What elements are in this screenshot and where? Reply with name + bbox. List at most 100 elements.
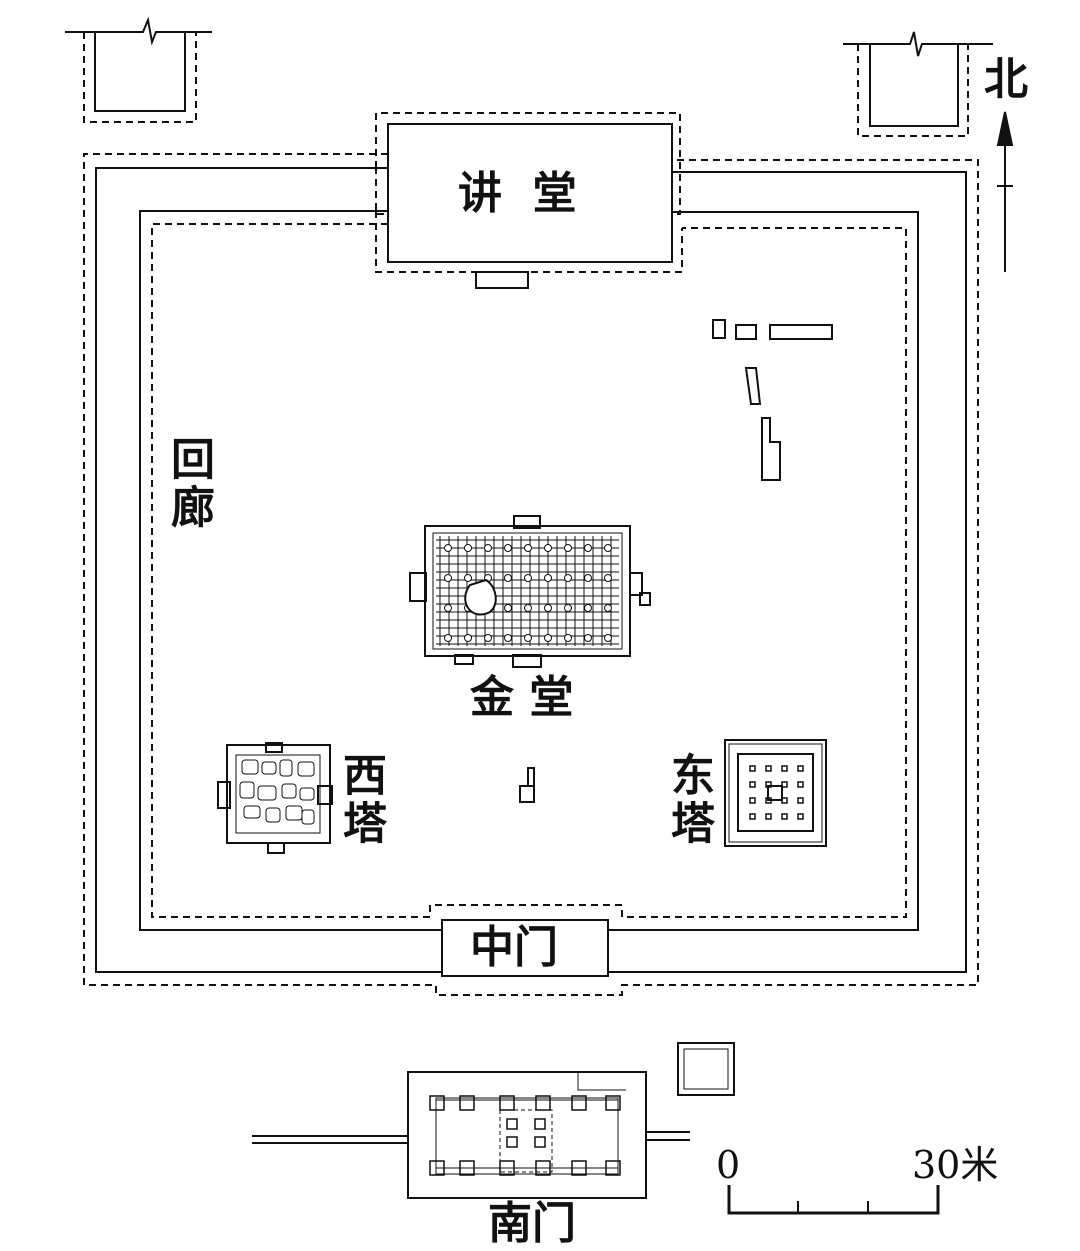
- golden-hall-pillar-base: [484, 544, 492, 552]
- south-gate-label: 南门: [488, 1198, 576, 1249]
- east-pagoda-label: 东塔: [663, 752, 714, 848]
- west-pagoda-stone: [302, 810, 314, 824]
- central-fragment: [520, 768, 534, 802]
- golden-hall-pillar-base: [444, 544, 452, 552]
- golden-hall-pillar-base: [544, 634, 552, 642]
- east-pagoda-pillar: [782, 782, 787, 787]
- golden-hall-pillar-base: [524, 634, 532, 642]
- golden-hall-pillar-base: [444, 604, 452, 612]
- west-pagoda-stone: [242, 760, 258, 774]
- south-gate-pillar-base: [500, 1161, 514, 1175]
- golden-hall-pillar-base: [584, 574, 592, 582]
- south-gate-pillar-base: [430, 1161, 444, 1175]
- golden-hall-pillar-base: [584, 544, 592, 552]
- south-gate-pillar-base: [536, 1161, 550, 1175]
- golden-hall-pillar-base: [504, 544, 512, 552]
- south-gate-pillar-base: [606, 1161, 620, 1175]
- west-pagoda-stone: [262, 762, 276, 774]
- scale-end-label: 30米: [912, 1143, 999, 1187]
- west-pagoda-foundation: [218, 743, 332, 853]
- golden-hall-pillar-base: [464, 544, 472, 552]
- west-pagoda-stone: [266, 808, 280, 822]
- golden-hall-pillar-base: [504, 574, 512, 582]
- golden-hall-label: 金 堂: [470, 672, 574, 723]
- lecture-hall: [376, 113, 682, 288]
- east-pagoda-pillar: [782, 766, 787, 771]
- golden-hall-pillar-base: [564, 574, 572, 582]
- east-pagoda-pillar: [750, 782, 755, 787]
- golden-hall-pillar-base: [504, 604, 512, 612]
- middle-gate: [442, 920, 608, 976]
- north-arrow-icon: [997, 112, 1013, 272]
- east-pagoda-pillar: [798, 782, 803, 787]
- golden-hall-pillar-base: [524, 574, 532, 582]
- east-pagoda-pillar: [750, 766, 755, 771]
- scale-zero-label: 0: [716, 1143, 741, 1187]
- golden-hall-pillar-base: [524, 604, 532, 612]
- golden-hall-pillar-base: [564, 544, 572, 552]
- northeast-foundation-fragments: [713, 320, 832, 480]
- south-gate-pillar-base: [572, 1161, 586, 1175]
- golden-hall-pillar-base: [504, 634, 512, 642]
- golden-hall-pillar-base: [604, 634, 612, 642]
- golden-hall: [410, 516, 650, 667]
- east-pagoda-pillar: [798, 766, 803, 771]
- south-gate-pillar-base: [606, 1096, 620, 1110]
- northwest-corner-fragment: [65, 20, 212, 122]
- golden-hall-pillar-base: [444, 634, 452, 642]
- golden-hall-pillar-base: [544, 544, 552, 552]
- west-pagoda-stone: [280, 760, 292, 776]
- west-pagoda-stone: [244, 806, 260, 818]
- south-gate: [252, 1072, 690, 1198]
- south-gate-pillar-base: [430, 1096, 444, 1110]
- east-pagoda-pillar: [750, 814, 755, 819]
- west-pagoda-stone: [258, 786, 276, 800]
- east-pagoda-pillar: [766, 766, 771, 771]
- south-gate-pillar-base: [460, 1096, 474, 1110]
- east-pagoda-pillar: [782, 814, 787, 819]
- golden-hall-pillar-base: [544, 574, 552, 582]
- corridor-label: 回廊: [163, 436, 214, 532]
- east-pagoda-pillar: [750, 798, 755, 803]
- south-gate-inner-base: [507, 1137, 517, 1147]
- golden-hall-pillar-base: [604, 604, 612, 612]
- south-gate-pillar-bases: [430, 1096, 620, 1175]
- west-pagoda-stone: [300, 788, 314, 800]
- golden-hall-pillar-base: [564, 604, 572, 612]
- scale-bar: [729, 1185, 938, 1213]
- south-gate-pillar-base: [460, 1161, 474, 1175]
- golden-hall-pillar-base: [564, 634, 572, 642]
- south-gate-pillar-base: [536, 1096, 550, 1110]
- east-pagoda-pillar: [766, 814, 771, 819]
- west-pagoda-stone: [286, 806, 302, 820]
- northeast-corner-fragment: [843, 32, 993, 136]
- west-pagoda-stone: [240, 782, 254, 798]
- south-gate-inner-base: [507, 1119, 517, 1129]
- southeast-square-foundation: [678, 1043, 734, 1095]
- east-pagoda-pillar: [798, 814, 803, 819]
- golden-hall-pillar-base: [584, 604, 592, 612]
- west-pagoda-stone: [298, 762, 314, 776]
- golden-hall-pillar-base: [464, 574, 472, 582]
- south-gate-pillar-base: [572, 1096, 586, 1110]
- golden-hall-pillar-base: [444, 574, 452, 582]
- golden-hall-pillar-base: [484, 634, 492, 642]
- golden-hall-pillar-base: [604, 544, 612, 552]
- east-pagoda-pillar: [798, 798, 803, 803]
- south-gate-inner-base: [535, 1137, 545, 1147]
- lecture-hall-label: 讲 堂: [458, 168, 577, 219]
- north-label: 北: [984, 54, 1028, 105]
- east-pagoda-pillar-grid: [750, 766, 803, 819]
- golden-hall-pillar-base: [544, 604, 552, 612]
- corridor-outer: [84, 154, 978, 995]
- west-pagoda-stone: [282, 784, 296, 798]
- golden-hall-pillar-base: [604, 574, 612, 582]
- golden-hall-pillar-base: [584, 634, 592, 642]
- golden-hall-pillar-base: [524, 544, 532, 552]
- golden-hall-pillar-base: [464, 634, 472, 642]
- east-pagoda-foundation: [725, 740, 826, 846]
- south-gate-pillar-base: [500, 1096, 514, 1110]
- corridor-inner: [140, 211, 918, 930]
- golden-hall-floor-grid: [436, 536, 619, 646]
